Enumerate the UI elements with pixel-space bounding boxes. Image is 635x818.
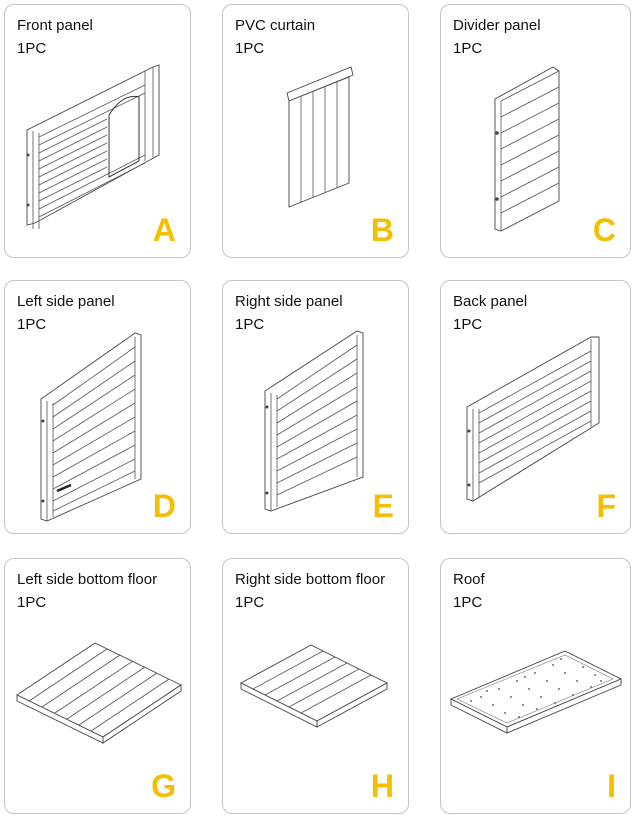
part-card-roof: Roof 1PC I — [440, 558, 631, 814]
part-card-right-side-panel: Right side panel 1PC E — [222, 280, 409, 534]
part-quantity: 1PC — [453, 316, 483, 333]
left-floor-illustration — [16, 642, 182, 744]
part-letter: C — [592, 212, 616, 248]
part-card-front-panel: Front panel 1PC A — [4, 4, 191, 258]
part-card-left-side-bottom-floor: Left side bottom floor 1PC G — [4, 558, 191, 814]
part-quantity: 1PC — [17, 594, 47, 611]
part-card-back-panel: Back panel 1PC F — [440, 280, 631, 534]
part-letter: I — [607, 768, 616, 804]
part-quantity: 1PC — [17, 316, 47, 333]
part-letter: B — [370, 212, 394, 248]
part-letter: E — [372, 488, 394, 524]
divider-panel-illustration — [494, 66, 560, 232]
part-letter: G — [151, 768, 176, 804]
right-floor-illustration — [240, 644, 388, 728]
part-name: Right side bottom floor — [235, 571, 386, 588]
part-quantity: 1PC — [453, 594, 483, 611]
part-letter: H — [370, 768, 394, 804]
part-name: Right side panel — [235, 293, 343, 310]
part-name: PVC curtain — [235, 17, 316, 34]
part-name: Divider panel — [453, 17, 541, 34]
pvc-curtain-illustration — [286, 66, 354, 208]
part-quantity: 1PC — [17, 40, 47, 57]
part-name: Back panel — [453, 293, 528, 310]
part-card-left-side-panel: Left side panel 1PC D — [4, 280, 191, 534]
part-name: Left side panel — [17, 293, 115, 310]
part-name: Roof — [453, 571, 485, 588]
right-side-panel-illustration — [264, 330, 364, 512]
part-letter: F — [596, 488, 616, 524]
left-side-panel-illustration — [40, 332, 142, 522]
part-quantity: 1PC — [235, 40, 265, 57]
part-name: Left side bottom floor — [17, 571, 158, 588]
part-quantity: 1PC — [235, 316, 265, 333]
part-name: Front panel — [17, 17, 93, 34]
part-letter: D — [152, 488, 176, 524]
part-quantity: 1PC — [235, 594, 265, 611]
front-panel-illustration — [26, 64, 160, 229]
part-letter: A — [152, 212, 176, 248]
back-panel-illustration — [466, 336, 600, 502]
part-card-pvc-curtain: PVC curtain 1PC B — [222, 4, 409, 258]
part-card-divider-panel: Divider panel 1PC C — [440, 4, 631, 258]
part-quantity: 1PC — [453, 40, 483, 57]
roof-illustration — [449, 650, 623, 734]
part-card-right-side-bottom-floor: Right side bottom floor 1PC H — [222, 558, 409, 814]
